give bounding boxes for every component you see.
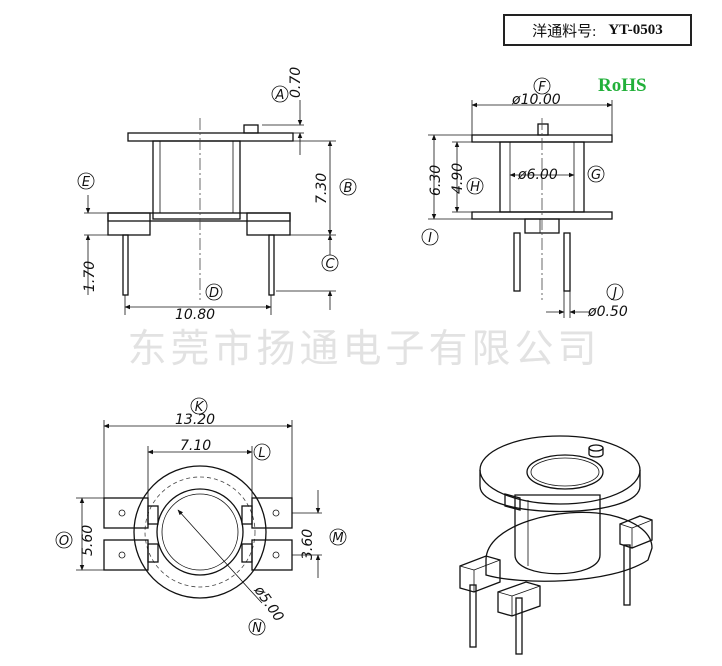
rohs-mark: RoHS <box>598 75 647 96</box>
dim-o-value: 5.60 <box>80 525 96 556</box>
dim-f-value: ø10.00 <box>511 92 561 108</box>
callout-b: B <box>339 178 357 196</box>
dim-h-value: 4.90 <box>450 163 466 194</box>
svg-text:K: K <box>195 400 205 415</box>
svg-text:M: M <box>332 531 343 546</box>
svg-text:E: E <box>82 175 91 190</box>
dim-l-value: 7.10 <box>180 438 211 454</box>
callout-c: C <box>321 254 339 272</box>
callout-a: A <box>271 85 289 103</box>
dim-m-value: 3.60 <box>300 529 316 560</box>
svg-text:G: G <box>591 168 601 183</box>
dim-i-value: 6.30 <box>428 165 444 196</box>
callout-f: F <box>533 77 551 95</box>
dim-k-value: 13.20 <box>175 412 215 428</box>
company-watermark: 东莞市扬通电子有限公司 <box>127 327 600 372</box>
svg-text:B: B <box>344 181 353 196</box>
callout-k: K <box>190 397 208 415</box>
svg-text:O: O <box>59 534 69 549</box>
svg-text:H: H <box>470 180 480 195</box>
callout-n: N <box>248 618 266 636</box>
callout-j: J <box>606 283 624 301</box>
dim-j-value: ø0.50 <box>587 304 628 320</box>
callout-d: D <box>205 283 223 301</box>
dim-n-value: ø5.00 <box>250 582 287 625</box>
part-number-value: YT-0503 <box>608 21 663 38</box>
dim-d-value: 10.80 <box>175 307 215 323</box>
side-view: ø10.00 ø6.00 4.90 6.30 ø0.50 <box>428 92 628 320</box>
part-number-box: 洋通料号: YT-0503 <box>503 14 692 46</box>
svg-text:I: I <box>428 231 432 246</box>
svg-text:A: A <box>275 88 285 103</box>
dim-b-value: 7.30 <box>314 173 330 204</box>
bottom-view: ø5.00 13.20 7.10 3.60 5.60 <box>76 412 322 625</box>
callout-e: E <box>77 172 95 190</box>
dim-g-value: ø6.00 <box>517 167 558 183</box>
svg-text:F: F <box>538 80 546 95</box>
callout-l: L <box>253 443 271 461</box>
svg-text:N: N <box>252 621 262 636</box>
callout-h: H <box>466 177 484 195</box>
svg-text:J: J <box>610 286 617 301</box>
svg-text:D: D <box>209 286 219 301</box>
svg-text:L: L <box>258 446 265 461</box>
dim-c-value: 1.70 <box>82 261 98 292</box>
dim-a-value: 0.70 <box>288 67 304 98</box>
part-number-label: 洋通料号: <box>532 23 597 40</box>
callout-m: M <box>329 528 347 546</box>
isometric-view <box>459 435 653 655</box>
svg-text:C: C <box>325 257 335 272</box>
callout-g: G <box>587 165 605 183</box>
front-view: 0.70 7.30 1.70 10.80 <box>82 67 336 323</box>
callout-i: I <box>421 228 439 246</box>
callout-o: O <box>55 531 73 549</box>
